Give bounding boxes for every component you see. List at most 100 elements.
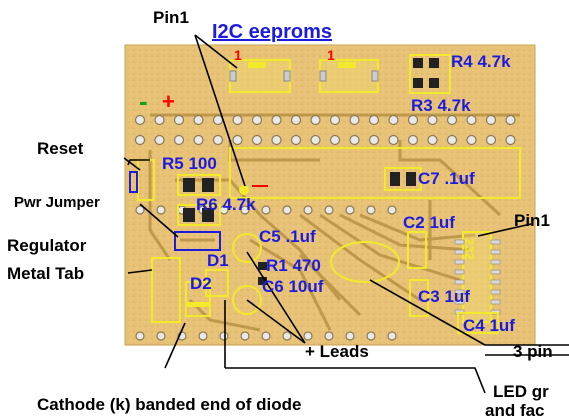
- label-r5: R5 100: [162, 154, 217, 173]
- max232-lead-right: [490, 249, 501, 255]
- header-row-bottom-pin: [388, 134, 399, 146]
- label-d1: D1: [207, 251, 229, 270]
- header-row-mid-pin: [366, 205, 376, 215]
- callout-3pin: 3 pin: [513, 342, 553, 361]
- header-row-mid-pin: [303, 205, 313, 215]
- c2-outline: [407, 231, 427, 269]
- header-row-mid-pin: [135, 205, 145, 215]
- header-row-top-pin: [212, 114, 224, 126]
- header-row-mid-pin: [282, 205, 292, 215]
- c7-outline: [384, 167, 422, 191]
- header-row-bottom-pin: [271, 134, 282, 146]
- label-r4: R4 4.7k: [451, 52, 511, 71]
- header-row-low-pin: [387, 331, 397, 341]
- header-row-bottom-pin: [368, 134, 380, 146]
- header-row-top-pin: [134, 114, 146, 126]
- callout-led-line2: and fac: [485, 401, 545, 420]
- label-c7: C7 .1uf: [418, 169, 475, 188]
- r1-pad-1: [258, 262, 267, 270]
- header-row-top-pin: [446, 114, 458, 126]
- max232-leads: [454, 239, 501, 315]
- header-row-bottom-pin: [173, 134, 185, 146]
- header-row-bottom-pin: [505, 134, 516, 146]
- callout-pin1-top: Pin1: [153, 8, 189, 27]
- header-row-top-pin: [427, 114, 438, 126]
- c4-outline: [457, 312, 499, 334]
- header-row-bottom-pin: [251, 134, 263, 146]
- c7-pad-1: [390, 172, 400, 186]
- callout-pin1-right: Pin1: [514, 211, 550, 230]
- d2-band: [186, 302, 210, 307]
- r5-pad-1: [183, 178, 195, 192]
- label-max232: 232: [462, 238, 477, 260]
- callout-plus-leads: + Leads: [305, 342, 369, 361]
- r6-outline: [177, 204, 221, 226]
- polarity-plus: +: [162, 89, 175, 114]
- header-row-bottom-pin: [134, 134, 146, 146]
- header-row-bottom-pin: [329, 134, 341, 146]
- header-row-top-pin: [154, 114, 165, 126]
- header-row-mid-pin: [240, 205, 250, 215]
- reset-blue-marker: [129, 171, 138, 193]
- pin1-mark-eeprom-2: 1: [327, 47, 335, 63]
- label-r3: R3 4.7k: [411, 96, 471, 115]
- header-row-top-pin: [329, 114, 341, 126]
- header-row-mid-pin: [261, 205, 271, 215]
- callout-led-line1: LED gr: [493, 382, 549, 401]
- header-row-top-pin: [368, 114, 380, 126]
- callout-regulator-line1: Regulator: [7, 236, 87, 255]
- header-row-low-pin: [324, 331, 334, 341]
- callout-reset: Reset: [37, 139, 84, 158]
- header-row-bottom-pin: [407, 134, 419, 146]
- r5-pad-2: [202, 178, 214, 192]
- header-row-bottom-pin: [446, 134, 458, 146]
- header-row-bottom-pin: [349, 134, 360, 146]
- header-row-low-pin: [303, 331, 313, 341]
- callout-cathode: Cathode (k) banded end of diode: [37, 395, 302, 414]
- led-3pin-outline: [330, 241, 400, 283]
- r1-pad-2: [258, 277, 267, 285]
- header-row-low-pin: [135, 331, 145, 341]
- pin1-dot: [239, 185, 249, 195]
- header-row-top-pin: [193, 114, 204, 126]
- header-row-bottom-pin: [232, 134, 243, 146]
- header-row-low-pin: [156, 331, 166, 341]
- header-row-top-pin: [349, 114, 360, 126]
- header-row-bottom-pin: [212, 134, 224, 146]
- header-row-low-pin: [282, 331, 292, 341]
- header-row-bottom-pin: [193, 134, 204, 146]
- header-row-top-pin: [505, 114, 516, 126]
- header-row-top-pin: [310, 114, 321, 126]
- pin1-mark-eeprom-1: 1: [234, 47, 242, 63]
- eeprom-ic-1: [229, 59, 291, 93]
- callout-regulator-line2: Metal Tab: [7, 264, 85, 283]
- header-row-bottom-pin: [427, 134, 438, 146]
- max232-lead-right: [490, 239, 501, 245]
- header-row-low-pin: [366, 331, 376, 341]
- max232-lead-left: [454, 259, 465, 265]
- header-row-low-pin: [219, 331, 229, 341]
- title-i2c-eeproms: I2C eeproms: [212, 21, 333, 43]
- header-row-top-pin: [271, 114, 282, 126]
- header-row-mid-pin: [324, 205, 334, 215]
- header-row-mid-pin: [156, 205, 166, 215]
- max232-lead-left: [454, 249, 465, 255]
- c3-outline: [409, 279, 429, 317]
- c6-outline: [232, 285, 262, 315]
- r5-outline: [177, 174, 221, 196]
- label-r1: R1 470: [266, 256, 321, 275]
- header-row-low-pin: [240, 331, 250, 341]
- header-row-bottom-pin: [485, 134, 497, 146]
- c7-pad-2: [406, 172, 416, 186]
- header-row-top-pin: [251, 114, 263, 126]
- max232-lead-left: [454, 299, 465, 305]
- r6-pad-1: [183, 208, 195, 222]
- label-c4: C4 1uf: [463, 316, 515, 335]
- callout-pwr-jumper: Pwr Jumper: [14, 194, 100, 211]
- header-row-bottom-pin: [466, 134, 477, 146]
- max232-lead-left: [454, 269, 465, 275]
- header-row-bottom-pin: [290, 134, 302, 146]
- header-row-top-pin: [466, 114, 477, 126]
- max232-ic: [462, 231, 492, 323]
